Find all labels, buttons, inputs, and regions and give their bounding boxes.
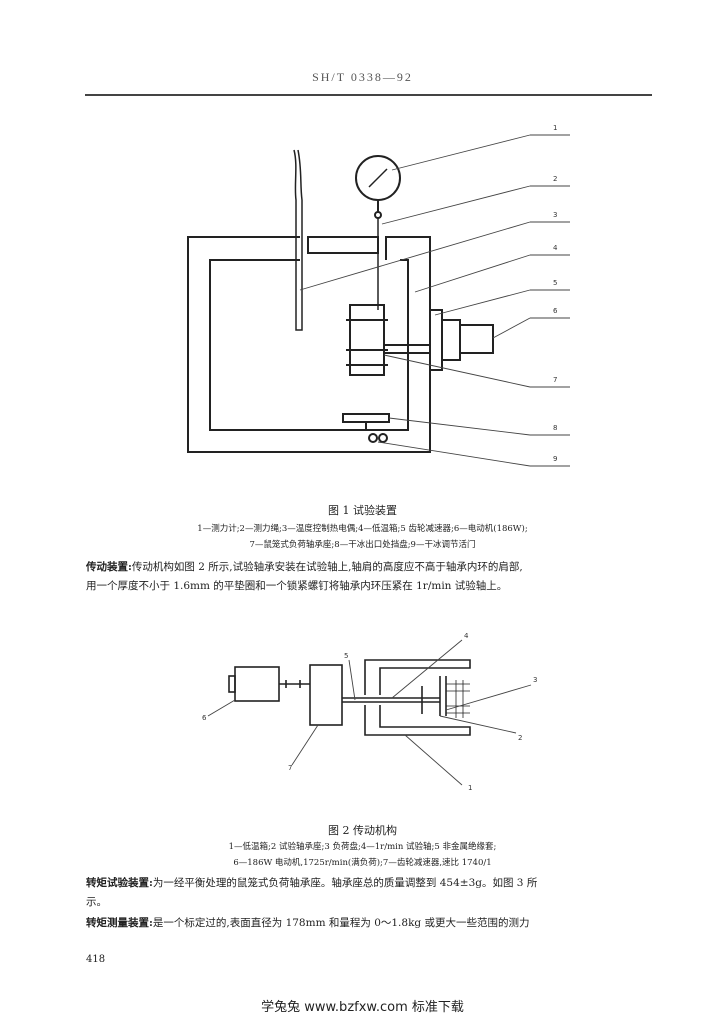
thermocouple xyxy=(293,149,303,331)
fig2-cold-box xyxy=(364,659,471,695)
fig1-num-1: 1 xyxy=(553,124,557,132)
header-rule xyxy=(85,94,652,96)
paragraph-text: 示。 xyxy=(86,896,107,908)
fig2-num-1: 1 xyxy=(468,784,472,792)
fig1-num-5: 5 xyxy=(553,279,557,287)
fig1-num-8: 8 xyxy=(553,424,557,432)
fig2-num-6: 6 xyxy=(202,714,207,722)
fig2-num-5: 5 xyxy=(344,652,348,660)
fig1-num-3: 3 xyxy=(553,211,557,219)
paragraph-title: 转矩测量装置: xyxy=(86,917,153,929)
fig2-num-4: 4 xyxy=(464,632,469,640)
paragraph-torque-measure: 转矩测量装置:是一个标定过的,表面直径为 178mm 和量程为 0～1.8kg … xyxy=(86,914,654,933)
fig1-num-2: 2 xyxy=(553,175,557,183)
fig2-num-3: 3 xyxy=(533,676,537,684)
fig2-motor xyxy=(234,666,280,702)
figure2-legend-line1: 1—低温箱;2 试验轴承座;3 负荷盘;4—1r/min 试验轴;5 非金属绝缘… xyxy=(228,842,497,852)
fig2-num-7: 7 xyxy=(288,764,292,772)
page-header: SH/T 0338—92 xyxy=(312,70,413,84)
fig2-gear-reducer xyxy=(309,664,343,726)
figure1-diagram: 1 2 3 4 5 6 7 8 9 xyxy=(187,124,570,467)
bearing-housing xyxy=(349,304,385,376)
fig1-num-9: 9 xyxy=(553,455,557,463)
figure1-legend-line2: 7—鼠笼式负荷轴承座;8—干冰出口处挡盘;9—干冰调节活门 xyxy=(249,540,476,550)
paragraph-text: 传动机构如图 2 所示,试验轴承安装在试验轴上,轴肩的高度应不高于轴承内环的肩部… xyxy=(131,561,523,573)
fig1-num-4: 4 xyxy=(553,244,558,252)
paragraph-torque-test: 转矩试验装置:为一经平衡处理的鼠笼式负荷轴承座。轴承座总的质量调整到 454±3… xyxy=(86,874,654,912)
fig1-num-6: 6 xyxy=(553,307,558,315)
figure1-legend-line1: 1—测力计;2—测力绳;3—温度控制热电偶;4—低温箱;5 齿轮减速器;6—电动… xyxy=(197,524,528,534)
cold-box-outer xyxy=(187,236,431,453)
figure1-caption: 图 1 试验装置 xyxy=(328,504,397,517)
fig1-num-7: 7 xyxy=(553,376,557,384)
paragraph-text: 为一经平衡处理的鼠笼式负荷轴承座。轴承座总的质量调整到 454±3g。如图 3 … xyxy=(152,877,538,889)
paragraph-text: 用一个厚度不小于 1.6mm 的平垫圈和一个锁紧螺钉将轴承内环压紧在 1r/mi… xyxy=(86,580,508,592)
cold-box-inner xyxy=(209,259,409,431)
paragraph-title: 转矩试验装置: xyxy=(86,877,153,889)
fig2-num-2: 2 xyxy=(518,734,522,742)
figure2-caption: 图 2 传动机构 xyxy=(328,824,397,837)
page-number: 418 xyxy=(86,954,106,965)
paragraph-text: 是一个标定过的,表面直径为 178mm 和量程为 0～1.8kg 或更大一些范围… xyxy=(152,917,530,929)
footer-watermark: 学兔兔 www.bzfxw.com 标准下载 xyxy=(261,1000,464,1015)
paragraph-title: 传动装置: xyxy=(86,561,132,573)
figure2-legend-line2: 6—186W 电动机,1725r/min(满负荷);7—齿轮减速器,速比 174… xyxy=(233,858,492,868)
paragraph-transmission: 传动装置:传动机构如图 2 所示,试验轴承安装在试验轴上,轴肩的高度应不高于轴承… xyxy=(86,558,654,596)
electric-motor xyxy=(459,324,494,354)
